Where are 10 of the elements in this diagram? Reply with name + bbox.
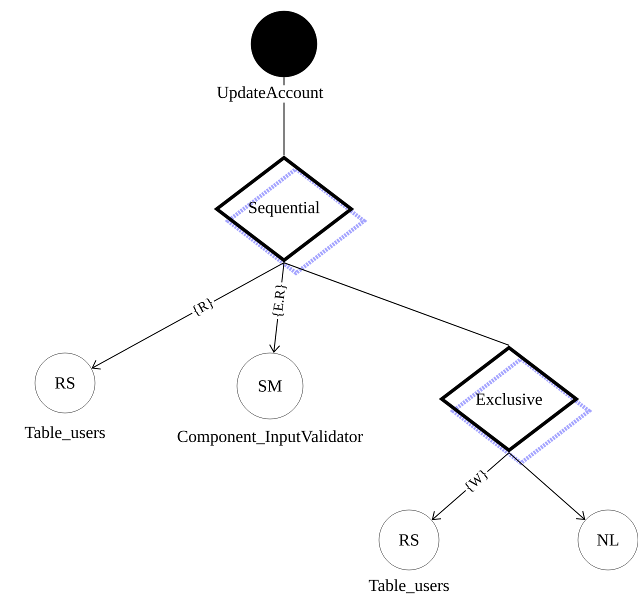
edge-label: {R} [189, 295, 218, 320]
node-caption: Component_InputValidator [176, 429, 364, 447]
edge-label: {W} [461, 466, 492, 496]
arrow [508, 452, 586, 520]
arrow [91, 262, 284, 370]
node-caption: UpdateAccount [216, 85, 324, 103]
start-circle [250, 10, 318, 78]
node-caption: Table_users [368, 578, 450, 594]
node-caption: Table_users [24, 425, 106, 442]
edge-label: {E.R} [270, 282, 289, 320]
